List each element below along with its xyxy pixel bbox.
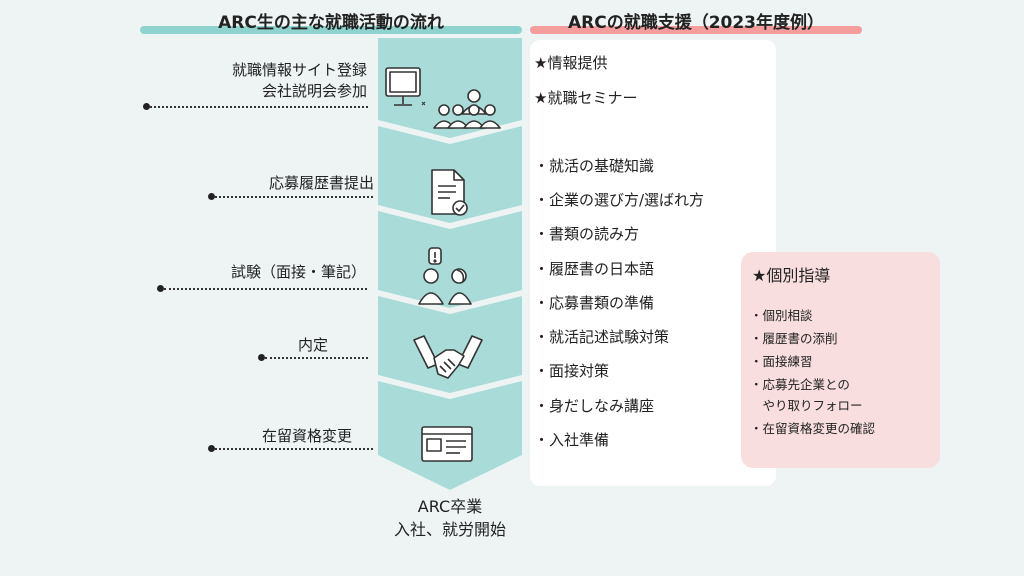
- individual-guidance-box: [741, 252, 940, 468]
- chevron-step-4: [378, 296, 522, 393]
- seminar-item: ・就活の基礎知識: [534, 157, 655, 175]
- support-star-item: ★情報提供: [534, 54, 608, 72]
- step-1-leader: [150, 106, 368, 108]
- individual-item: ・個別相談: [750, 308, 813, 323]
- step-3-label: 試験（面接・筆記）: [230, 263, 366, 281]
- seminar-item: ・応募書類の準備: [534, 294, 655, 312]
- step-2-leader: [215, 196, 373, 198]
- step-5-label: 在留資格変更: [261, 427, 352, 445]
- right-header-title: ARCの就職支援（2023年度例）: [567, 13, 825, 33]
- interview-icon: [418, 247, 472, 305]
- seminar-item: ・就活記述試験対策: [534, 328, 670, 346]
- seminar-item: ・履歴書の日本語: [534, 260, 655, 278]
- step-4-label: 内定: [297, 336, 328, 354]
- left-header-title: ARC生の主な就職活動の流れ: [218, 13, 444, 33]
- end-label: ARC卒業 入社、就労開始: [350, 495, 550, 541]
- step-5-dot: [208, 445, 215, 452]
- seminar-item: ・書類の読み方: [534, 225, 640, 243]
- step-4-leader: [265, 357, 368, 359]
- individual-item: ・面接練習: [750, 354, 813, 369]
- end-label-line2: 入社、就労開始: [393, 520, 506, 539]
- step-2-label: 応募履歴書提出: [268, 174, 374, 192]
- computer-and-people-icon: [385, 67, 501, 129]
- step-1-label: 就職情報サイト登録 会社説明会参加: [232, 60, 367, 102]
- seminar-item: ・入社準備: [534, 431, 610, 449]
- individual-item: ・応募先企業との: [750, 377, 850, 392]
- step-1-dot: [143, 103, 150, 110]
- individual-item: ・履歴書の添削: [750, 331, 838, 346]
- left-header-bar: [140, 26, 522, 34]
- end-label-line1: ARC卒業: [417, 497, 483, 516]
- step-3-dot: [157, 285, 164, 292]
- support-panel: [530, 40, 776, 486]
- individual-item: ・在留資格変更の確認: [750, 421, 876, 436]
- certificate-icon: [421, 426, 473, 462]
- step-1-label-line1: 就職情報サイト登録: [231, 61, 367, 79]
- seminar-item: ・身だしなみ講座: [534, 397, 655, 415]
- handshake-icon: [413, 335, 483, 379]
- step-3-leader: [164, 288, 367, 290]
- right-header-bar: [530, 26, 862, 34]
- support-star-item: ★就職セミナー: [534, 89, 638, 107]
- individual-guidance-title: ★個別指導: [752, 266, 831, 285]
- seminar-item: ・企業の選び方/選ばれ方: [534, 191, 705, 209]
- individual-item: やり取りフォロー: [750, 398, 863, 413]
- document-check-icon: [431, 169, 468, 216]
- step-2-dot: [208, 193, 215, 200]
- seminar-item: ・面接対策: [534, 362, 610, 380]
- step-1-label-line2: 会社説明会参加: [261, 82, 367, 100]
- step-4-dot: [258, 354, 265, 361]
- chevron-step-3: [378, 211, 522, 308]
- step-5-leader: [215, 448, 373, 450]
